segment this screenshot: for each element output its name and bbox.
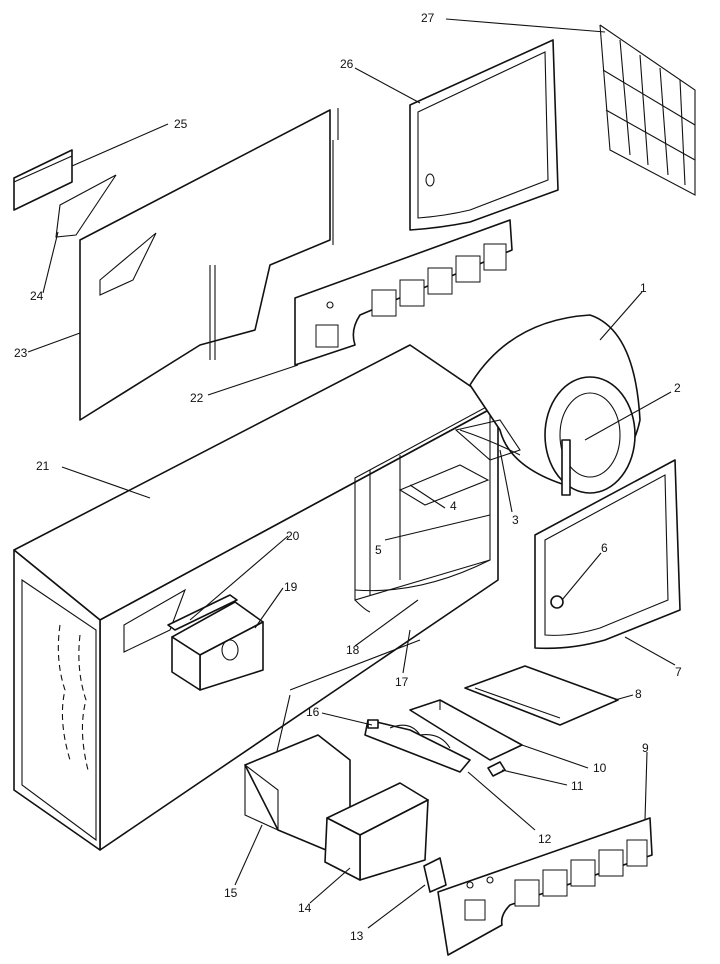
part-5-tray [354, 559, 491, 592]
part-25-strip [13, 149, 73, 211]
callout-26: 26 [340, 57, 354, 71]
part-24-gasket [55, 174, 117, 238]
part-18-front-edge [354, 599, 371, 613]
leader-lines [27, 18, 676, 929]
callout-15: 15 [224, 886, 238, 900]
callout-7: 7 [675, 665, 682, 679]
callout-13: 13 [350, 929, 364, 943]
callouts: 1 2 3 4 5 6 7 8 9 10 11 12 13 14 15 16 1… [14, 11, 682, 943]
callout-1: 1 [640, 281, 647, 295]
part-6-knob [550, 595, 564, 609]
callout-5: 5 [375, 543, 382, 557]
part-12-rail [364, 719, 471, 773]
callout-9: 9 [642, 741, 649, 755]
part-21-cabinet [13, 344, 499, 851]
callout-25: 25 [174, 117, 188, 131]
callout-6: 6 [601, 541, 608, 555]
part-2-bracket [561, 439, 571, 496]
part-27-grill [599, 24, 696, 196]
callout-22: 22 [190, 391, 204, 405]
callout-17: 17 [395, 675, 409, 689]
part-9-grill [437, 817, 653, 956]
callout-16: 16 [306, 705, 320, 719]
callout-20: 20 [286, 529, 300, 543]
callout-23: 23 [14, 346, 28, 360]
callout-2: 2 [674, 381, 681, 395]
callout-14: 14 [298, 901, 312, 915]
part-3-mount [454, 419, 521, 461]
callout-8: 8 [635, 687, 642, 701]
callout-19: 19 [284, 580, 298, 594]
part-14-box [324, 782, 429, 881]
part-13-bracket [423, 857, 447, 893]
part-26-frame [409, 39, 559, 231]
part-4-partition [398, 464, 490, 506]
callout-18: 18 [346, 643, 360, 657]
callout-4: 4 [450, 499, 457, 513]
part-19-control-box [171, 601, 264, 691]
part-7-access-panel [534, 459, 681, 650]
callout-27: 27 [421, 11, 435, 25]
part-8-tray [464, 665, 619, 726]
callout-11: 11 [571, 779, 584, 793]
callout-24: 24 [30, 289, 44, 303]
part-11-clip [487, 761, 506, 777]
part-17-base-rail [289, 639, 421, 691]
part-20-cover [167, 594, 238, 631]
callout-3: 3 [512, 513, 519, 527]
callout-12: 12 [538, 832, 552, 846]
part-22-grill [294, 219, 513, 366]
callout-10: 10 [593, 761, 607, 775]
part-23-side-panel [79, 108, 339, 421]
callout-21: 21 [36, 459, 50, 473]
